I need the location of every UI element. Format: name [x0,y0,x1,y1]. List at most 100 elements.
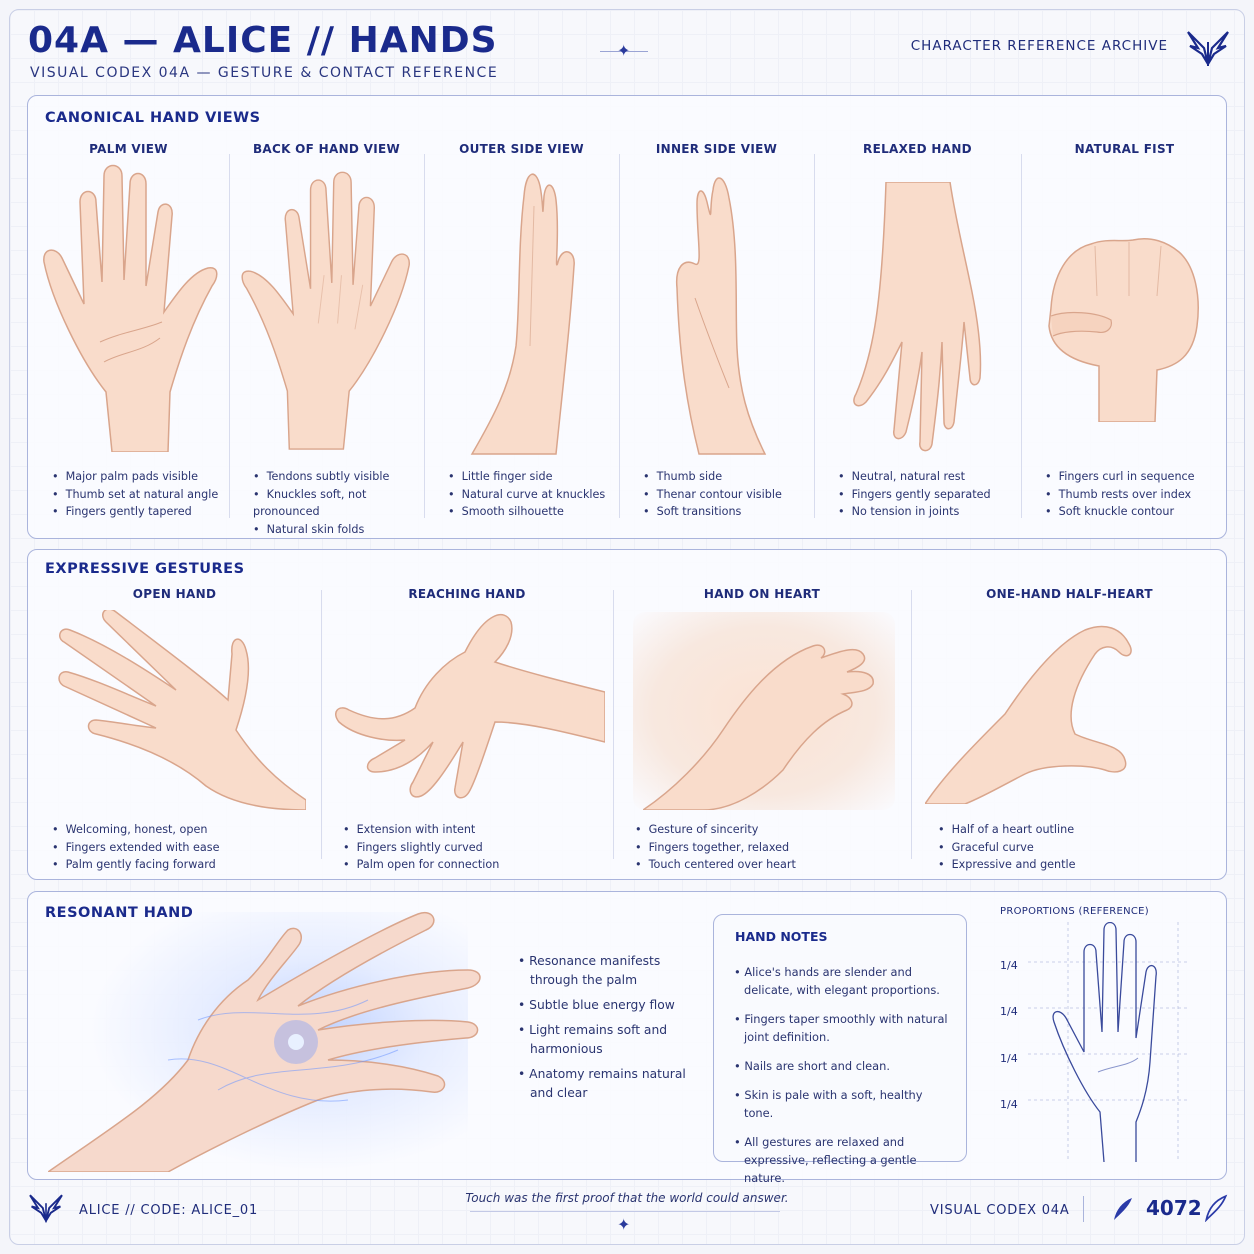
note-item: Fingers extended with ease [52,839,220,857]
proportions-title: PROPORTIONS (REFERENCE) [1000,906,1149,917]
proportions-diagram [1028,922,1188,1162]
note-item: No tension in joints [838,503,991,521]
proportion-label: 1/4 [1000,1052,1018,1065]
footer-divider [470,1211,780,1212]
outer-side-illustration [470,173,575,455]
view-label: OUTER SIDE VIEW [459,142,584,156]
proportion-label: 1/4 [1000,1005,1018,1018]
gesture-label: HAND ON HEART [703,587,821,601]
note-item: Soft knuckle contour [1045,503,1195,521]
archive-label: CHARACTER REFERENCE ARCHIVE [910,38,1168,54]
note-item: Gesture of sincerity [635,821,796,839]
note-item: Fingers curl in sequence [1045,468,1195,486]
section-title-resonant: RESONANT HAND [45,905,193,921]
note-item: Palm open for connection [343,856,500,874]
note-item: Subtle blue energy flow [518,996,688,1015]
note-item: Major palm pads visible [52,468,218,486]
gesture-hand-on-heart: HAND ON HEART Gesture of sincerity Finge… [613,550,911,879]
view-inner-side: INNER SIDE VIEW Thumb side Thenar contou… [619,96,814,538]
note-item: Smooth silhouette [448,503,605,521]
gesture-open-hand: OPEN HAND Welcoming, honest, open Finger… [28,550,321,879]
resonant-hand-illustration [48,911,481,1172]
gesture-reaching-hand: REACHING HAND Extension with intent Fing… [321,550,613,879]
hand-note-item: Skin is pale with a soft, healthy tone. [734,1086,952,1122]
view-natural-fist: NATURAL FIST Fingers curl in sequence Th… [1021,96,1228,538]
header-divider [600,51,648,52]
note-item: Light remains soft and harmonious [518,1021,688,1059]
view-outer-side: OUTER SIDE VIEW Little finger side Natur… [424,96,619,538]
hand-note-item: Alice's hands are slender and delicate, … [734,963,952,999]
gesture-half-heart: ONE-HAND HALF-HEART Half of a heart outl… [911,550,1228,879]
note-item: Resonance manifests through the palm [518,952,688,990]
proportion-label: 1/4 [1000,959,1018,972]
view-label: NATURAL FIST [1074,142,1175,156]
view-back-of-hand: BACK OF HAND VIEW Tendons subtly visible… [229,96,424,538]
character-code: ALICE // CODE: ALICE_01 [79,1203,259,1218]
winged-emblem-icon [29,1194,63,1223]
page-subtitle: VISUAL CODEX 04A — GESTURE & CONTACT REF… [30,65,499,81]
note-item: Thenar contour visible [643,486,782,504]
note-item: Palm gently facing forward [52,856,219,874]
note-item: Anatomy remains natural and clear [518,1065,688,1103]
note-item: Thumb rests over index [1045,486,1195,504]
gesture-label: ONE-HAND HALF-HEART [986,587,1153,601]
sparkle-icon: ✦ [617,1215,631,1234]
hand-note-item: Nails are short and clean. [734,1057,952,1075]
view-label: BACK OF HAND VIEW [252,142,401,156]
note-item: Tendons subtly visible [253,468,424,486]
winged-emblem-icon [1187,31,1229,66]
back-of-hand-illustration [241,171,410,450]
note-item: Fingers together, relaxed [635,839,796,857]
feather-icon [1114,1198,1132,1220]
footer-codex-label: VISUAL CODEX 04A [930,1203,1070,1218]
hand-notes-title: HAND NOTES [735,929,828,944]
view-palm: PALM VIEW Major palm pads visible Thumb … [28,96,229,538]
reaching-hand-illustration [335,613,605,799]
section-title-expressive: EXPRESSIVE GESTURES [45,561,245,577]
note-item: Neutral, natural rest [838,468,991,486]
natural-fist-illustration [1048,238,1199,422]
hand-notes-box: HAND NOTES Alice's hands are slender and… [713,914,967,1185]
open-hand-illustration [58,610,306,810]
note-item: Natural curve at knuckles [448,486,606,504]
proportion-label: 1/4 [1000,1098,1018,1111]
section-title-canonical: CANONICAL HAND VIEWS [45,110,261,126]
note-item: Welcoming, honest, open [52,821,219,839]
hand-note-item: All gestures are relaxed and expressive,… [734,1133,952,1187]
canonical-views-panel: CANONICAL HAND VIEWS PALM VIEW Major pal… [27,95,1227,539]
note-item: Natural skin folds [253,521,424,539]
view-relaxed-hand: RELAXED HAND Neutral, natural rest Finge… [814,96,1021,538]
gesture-label: REACHING HAND [408,587,526,601]
sparkle-icon: ✦ [617,41,631,60]
note-item: Graceful curve [938,839,1076,857]
resonant-hand-panel: RESONANT HAND Resonance manifests throug… [27,891,1227,1185]
view-label: RELAXED HAND [863,142,972,156]
inner-side-illustration [675,177,767,455]
note-item: Extension with intent [343,821,499,839]
note-item: Expressive and gentle [938,856,1076,874]
hand-note-item: Fingers taper smoothly with natural join… [734,1010,952,1046]
half-heart-illustration [925,625,1132,804]
note-item: Thumb set at natural angle [52,486,219,504]
relaxed-hand-illustration [853,182,982,452]
hand-on-heart-illustration [643,644,874,810]
feather-icon [1204,1194,1228,1222]
note-item: Touch centered over heart [635,856,796,874]
palm-view-illustration [43,164,218,452]
note-item: Soft transitions [643,503,782,521]
note-item: Half of a heart outline [938,821,1076,839]
note-item: Little finger side [448,468,605,486]
note-item: Knuckles soft, not pronounced [253,486,424,521]
page-title: 04A — ALICE // HANDS [28,20,498,61]
note-item: Fingers gently tapered [52,503,218,521]
note-item: Thumb side [643,468,782,486]
view-label: PALM VIEW [89,142,168,156]
gesture-label: OPEN HAND [132,587,217,601]
sheet-number: 4072 [1146,1196,1202,1220]
footer-separator [1083,1196,1084,1222]
expressive-gestures-panel: EXPRESSIVE GESTURES OPEN HAND Welcoming,… [27,549,1227,880]
footer-quote: Touch was the first proof that the world… [465,1191,789,1205]
view-label: INNER SIDE VIEW [655,142,778,156]
note-item: Fingers slightly curved [343,839,499,857]
note-item: Fingers gently separated [838,486,991,504]
